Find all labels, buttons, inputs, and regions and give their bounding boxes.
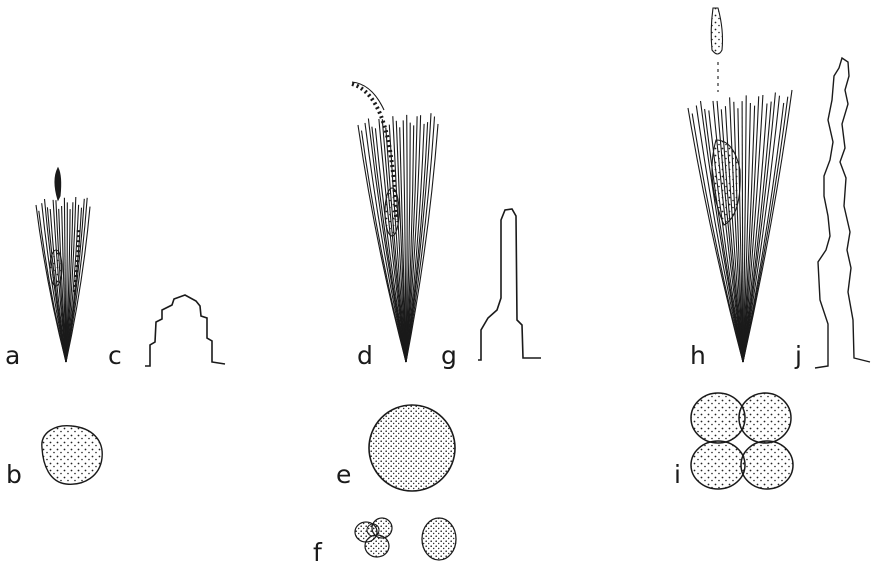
- drawing-f-spores: [355, 518, 456, 560]
- label-c: c: [108, 343, 122, 368]
- drawing-d-capsule: [352, 82, 438, 362]
- label-j: j: [795, 343, 802, 368]
- drawing-e-spore: [369, 405, 455, 491]
- label-e: e: [336, 462, 351, 487]
- drawing-j-outline: [815, 58, 870, 368]
- label-f: f: [313, 540, 322, 565]
- label-a: a: [5, 343, 20, 368]
- drawing-a-capsule: [36, 168, 90, 362]
- drawing-c-outline: [145, 295, 225, 366]
- label-d: d: [357, 343, 373, 368]
- label-i: i: [674, 462, 681, 487]
- drawing-i-tetrad: [691, 393, 793, 489]
- label-h: h: [690, 343, 706, 368]
- drawing-h-capsule: [688, 8, 792, 362]
- label-b: b: [6, 462, 22, 487]
- drawing-b-spore: [42, 426, 102, 485]
- drawing-g-outline: [478, 209, 541, 360]
- label-g: g: [441, 343, 457, 368]
